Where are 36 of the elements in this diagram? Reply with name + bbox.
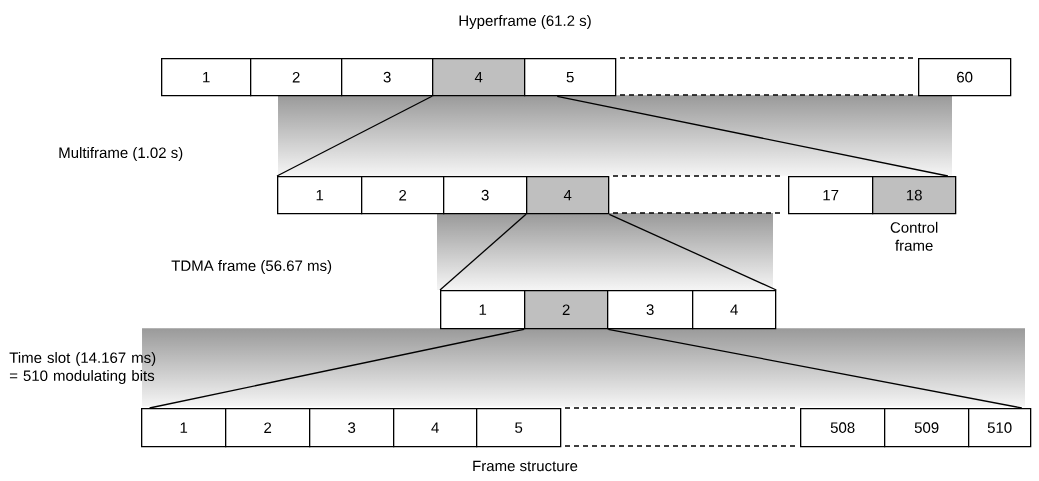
frame-cell: 60	[918, 58, 1012, 97]
row-heading: Time slot (14.167 ms) = 510 modulating bits	[9, 352, 156, 384]
frame-cell: 18	[872, 176, 957, 215]
zoom-line	[608, 213, 777, 291]
frame-cell: 5	[476, 408, 562, 448]
frame-cell: 4	[432, 58, 526, 97]
frame-cell: 17	[788, 176, 874, 215]
frame-cell: 1	[440, 290, 526, 330]
frame-cell: 3	[341, 58, 434, 97]
frame-cell: 1	[141, 408, 227, 448]
zoom-line	[607, 328, 1023, 409]
frame-cell: 3	[309, 408, 395, 448]
zoom-line	[556, 95, 949, 177]
frame-cell: 2	[225, 408, 311, 448]
frame-cell: 1	[277, 176, 363, 215]
frame-cell: 510	[968, 408, 1032, 448]
frame-cell: 2	[524, 290, 609, 330]
frame-cell: 3	[607, 290, 694, 330]
frame-cell: 5	[524, 58, 617, 97]
row-heading: Multiframe (1.02 s)	[59, 147, 183, 161]
frame-cell: 2	[361, 176, 445, 215]
frame-cell: 4	[393, 408, 478, 448]
frame-cell: 2	[250, 58, 343, 97]
zoom-line	[148, 328, 525, 409]
frame-cell: 3	[443, 176, 528, 215]
frame-cell: 509	[884, 408, 970, 448]
zoom-line	[276, 95, 433, 177]
frame-cell: 4	[692, 290, 777, 330]
frame-cell: 4	[526, 176, 610, 215]
cell-caption: Control frame	[890, 221, 938, 251]
row-heading: TDMA frame (56.67 ms)	[171, 260, 332, 274]
zoom-line	[439, 213, 527, 291]
row-heading: Frame structure	[473, 460, 578, 472]
row-heading: Hyperframe (61.2 s)	[459, 15, 591, 29]
frame-cell: 1	[161, 58, 252, 97]
frame-cell: 508	[800, 408, 886, 448]
